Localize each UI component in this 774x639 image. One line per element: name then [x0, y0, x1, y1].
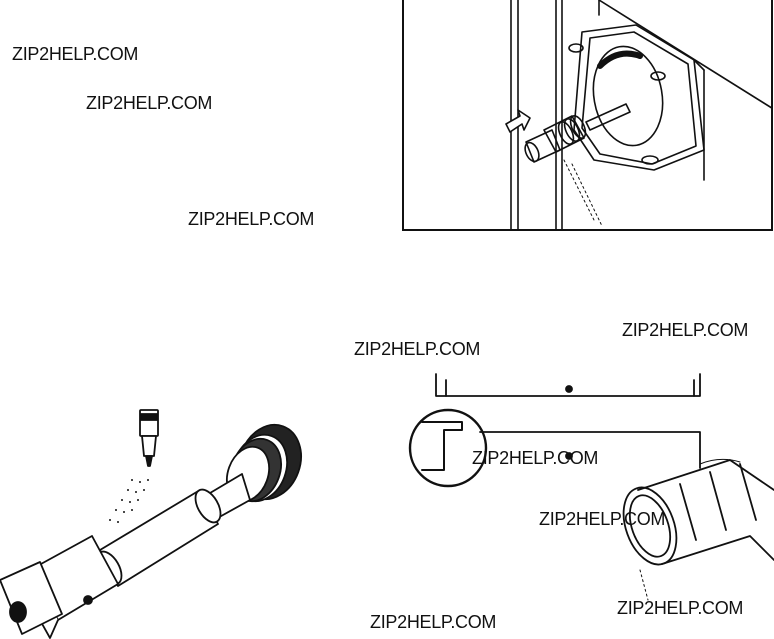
cartridge-insertion-illustration [402, 0, 773, 231]
cartridge-insertion-drawing [505, 0, 771, 229]
cartridge-alignment-illustration [400, 360, 774, 639]
watermark: ZIP2HELP.COM [539, 509, 666, 529]
cartridge-grease-drawing [0, 409, 302, 639]
watermark: ZIP2HELP.COM [354, 339, 481, 359]
watermark: ZIP2HELP.COM [188, 209, 315, 229]
watermark: ZIP2HELP.COM [86, 93, 213, 113]
cartridge-grease-illustration [0, 400, 320, 639]
watermark: ZIP2HELP.COM [12, 44, 139, 64]
cartridge-alignment-drawing [408, 373, 774, 601]
watermark: ZIP2HELP.COM [617, 598, 744, 618]
watermark: ZIP2HELP.COM [472, 448, 599, 468]
watermark: ZIP2HELP.COM [622, 320, 749, 340]
watermark: ZIP2HELP.COM [370, 612, 497, 632]
